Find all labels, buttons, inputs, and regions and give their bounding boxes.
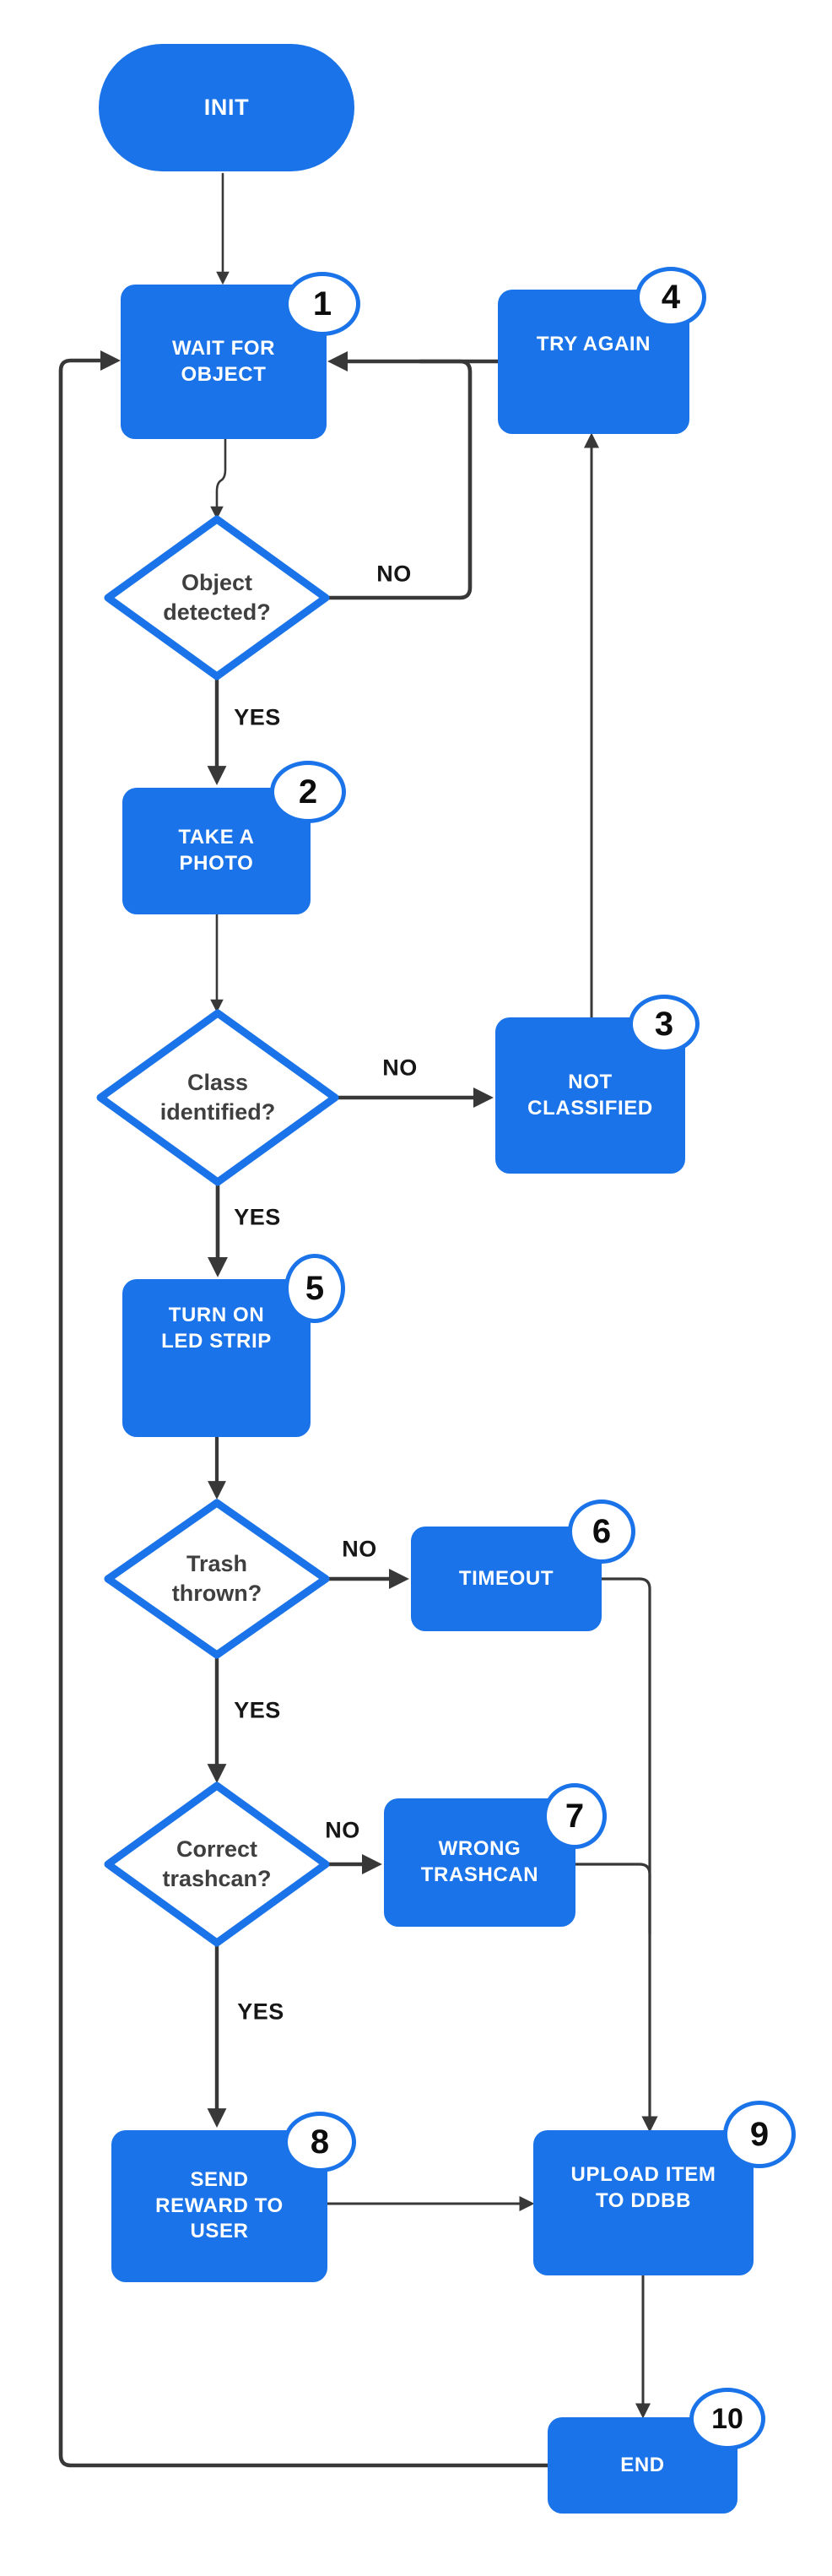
badge-timeout: 6	[568, 1500, 635, 1564]
badge-end: 10	[689, 2388, 765, 2450]
node-end-label: END	[620, 2453, 665, 2476]
badge-not-classified-number: 3	[654, 1005, 674, 1043]
decision-object-detected-label: Object detected?	[163, 569, 271, 625]
edge-timeout-to-upload	[600, 1577, 658, 2133]
badge-send-reward: 8	[284, 2112, 356, 2172]
badge-take-photo: 2	[270, 761, 346, 823]
decision-correct-trashcan-label: Correct trashcan?	[162, 1836, 272, 1891]
badge-turn-on-led-strip: 5	[284, 1254, 345, 1323]
badge-send-reward-number: 8	[310, 2123, 330, 2161]
node-try-again-label: TRY AGAIN	[536, 333, 651, 355]
node-wrong-trashcan-label: WRONG TRASHCAN	[420, 1837, 539, 1886]
badge-try-again: 4	[635, 267, 706, 328]
decision-object-detected-shape	[104, 515, 330, 681]
node-turn-on-led-strip: TURN ON LED STRIP	[122, 1279, 311, 1437]
node-wait-for-object: WAIT FOR OBJECT	[121, 285, 327, 439]
edge-label-correct-trashcan-yes: YES	[237, 1998, 284, 2025]
edge-label-object-detected-no: NO	[376, 561, 412, 587]
node-send-reward-label: SEND REWARD TO USER	[155, 2167, 284, 2243]
badge-wrong-trashcan: 7	[543, 1783, 607, 1849]
badge-timeout-number: 6	[592, 1512, 612, 1550]
node-timeout-label: TIMEOUT	[458, 1566, 554, 1590]
badge-wait-for-object-number: 1	[312, 285, 332, 323]
edge-wrong-trashcan-to-upload	[574, 1863, 651, 1935]
node-not-classified-label: NOT CLASSIFIED	[527, 1070, 653, 1120]
badge-not-classified: 3	[629, 995, 700, 1054]
node-wait-for-object-label: WAIT FOR OBJECT	[171, 336, 276, 386]
decision-class-identified-shape	[96, 1009, 339, 1186]
decision-trash-thrown-label: Trash thrown?	[171, 1550, 262, 1606]
badge-end-number: 10	[711, 2402, 743, 2435]
decision-correct-trashcan-shape	[104, 1782, 330, 1947]
badge-upload-item: 9	[723, 2101, 796, 2168]
edge-label-trash-thrown-yes: YES	[234, 1697, 281, 1723]
badge-turn-on-led-strip-number: 5	[305, 1269, 325, 1307]
badge-take-photo-number: 2	[298, 773, 318, 811]
edge-wait-to-object-detected	[210, 437, 227, 520]
edge-label-object-detected-yes: YES	[234, 704, 281, 730]
decision-trash-thrown-shape	[104, 1499, 330, 1659]
badge-upload-item-number: 9	[749, 2115, 770, 2153]
badge-wrong-trashcan-number: 7	[565, 1797, 585, 1835]
edge-end-loop-to-wait	[58, 350, 550, 2468]
node-upload-item-label: UPLOAD ITEM TO DDBB	[570, 2163, 716, 2212]
edge-label-correct-trashcan-no: NO	[325, 1817, 360, 1843]
node-init-label: INIT	[203, 95, 250, 121]
node-init: INIT	[99, 44, 354, 171]
node-upload-item: UPLOAD ITEM TO DDBB	[533, 2130, 754, 2275]
badge-wait-for-object: 1	[284, 272, 360, 336]
edge-label-trash-thrown-no: NO	[342, 1536, 377, 1562]
node-take-photo-label: TAKE A PHOTO	[178, 826, 255, 875]
edge-label-class-identified-yes: YES	[234, 1204, 281, 1230]
edge-label-class-identified-no: NO	[382, 1055, 418, 1081]
node-turn-on-led-strip-label: TURN ON LED STRIP	[161, 1304, 272, 1353]
badge-try-again-number: 4	[661, 278, 681, 316]
decision-class-identified-label: Class identified?	[159, 1069, 276, 1125]
edge-object-detected-no	[323, 359, 473, 600]
